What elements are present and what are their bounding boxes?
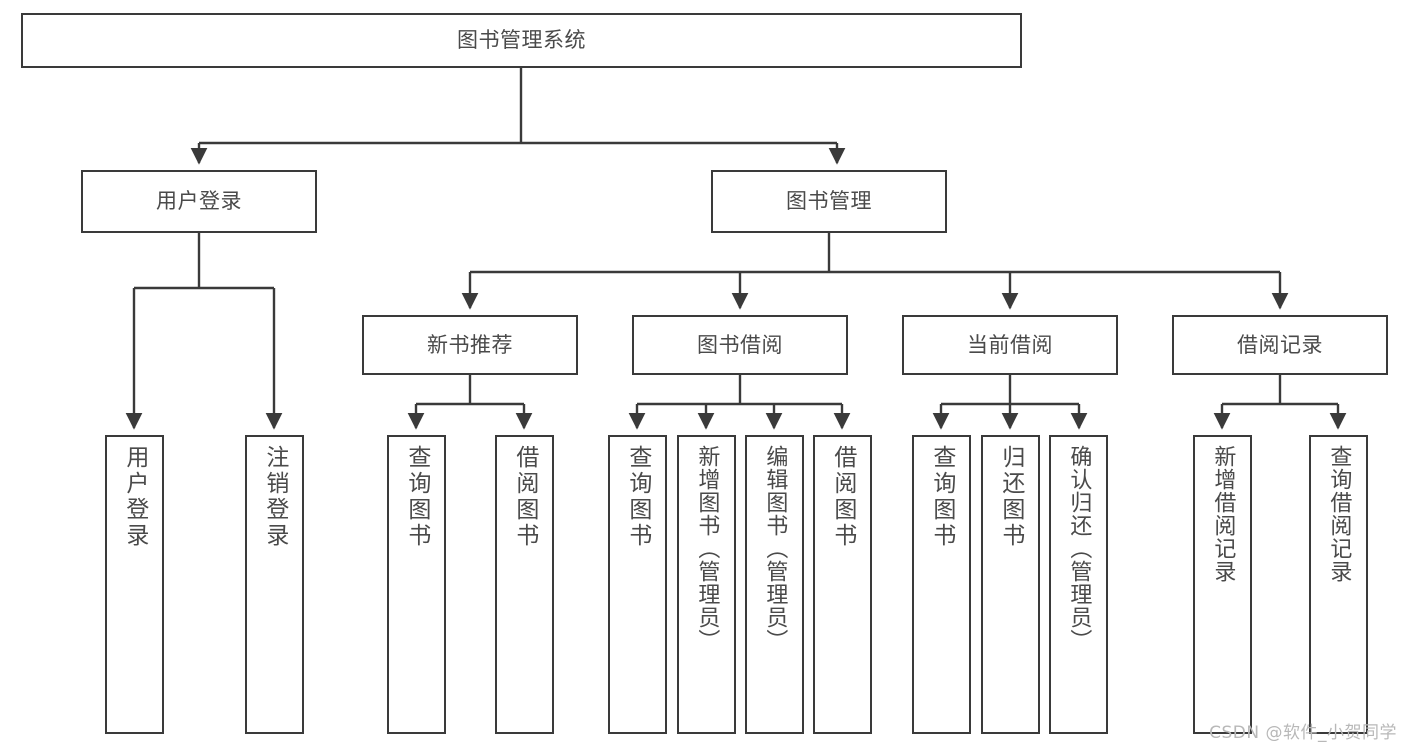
leaf-borrow-book-1[interactable]: 借阅图书 xyxy=(495,435,554,734)
leaf-edit-book[interactable]: 编辑图书（管理员） xyxy=(745,435,804,734)
leaf-query-book-2[interactable]: 查询图书 xyxy=(608,435,667,734)
leaf-add-record-label: 新增借阅记录 xyxy=(1210,445,1236,583)
node-book-manage-label: 图书管理 xyxy=(786,189,872,214)
node-root[interactable]: 图书管理系统 xyxy=(21,13,1022,68)
leaf-edit-book-label: 编辑图书（管理员） xyxy=(762,445,788,652)
leaf-query-book-1[interactable]: 查询图书 xyxy=(387,435,446,734)
leaf-user-login-label: 用户登录 xyxy=(121,445,148,549)
node-new-book-recommend[interactable]: 新书推荐 xyxy=(362,315,578,375)
leaf-logout-label: 注销登录 xyxy=(261,445,288,549)
node-book-borrow-label: 图书借阅 xyxy=(697,332,783,357)
leaf-borrow-book-1-label: 借阅图书 xyxy=(511,445,538,549)
node-book-borrow[interactable]: 图书借阅 xyxy=(632,315,848,375)
node-book-manage[interactable]: 图书管理 xyxy=(711,170,947,233)
leaf-query-book-3[interactable]: 查询图书 xyxy=(912,435,971,734)
leaf-query-book-1-label: 查询图书 xyxy=(403,445,430,549)
node-current-borrow[interactable]: 当前借阅 xyxy=(902,315,1118,375)
leaf-query-book-2-label: 查询图书 xyxy=(624,445,651,549)
leaf-borrow-book-2[interactable]: 借阅图书 xyxy=(813,435,872,734)
node-user-login[interactable]: 用户登录 xyxy=(81,170,317,233)
leaf-logout[interactable]: 注销登录 xyxy=(245,435,304,734)
node-borrow-record-label: 借阅记录 xyxy=(1237,332,1323,357)
leaf-add-book-label: 新增图书（管理员） xyxy=(694,445,720,652)
leaf-query-record[interactable]: 查询借阅记录 xyxy=(1309,435,1368,734)
node-user-login-label: 用户登录 xyxy=(156,189,242,214)
leaf-add-book[interactable]: 新增图书（管理员） xyxy=(677,435,736,734)
leaf-query-book-3-label: 查询图书 xyxy=(928,445,955,549)
node-new-book-recommend-label: 新书推荐 xyxy=(427,332,513,357)
leaf-borrow-book-2-label: 借阅图书 xyxy=(829,445,856,549)
leaf-query-record-label: 查询借阅记录 xyxy=(1326,445,1352,583)
csdn-watermark: CSDN @软件_小贺同学 xyxy=(1209,723,1397,743)
leaf-confirm-return[interactable]: 确认归还（管理员） xyxy=(1049,435,1108,734)
node-borrow-record[interactable]: 借阅记录 xyxy=(1172,315,1388,375)
node-current-borrow-label: 当前借阅 xyxy=(967,332,1053,357)
leaf-add-record[interactable]: 新增借阅记录 xyxy=(1193,435,1252,734)
leaf-return-book-label: 归还图书 xyxy=(997,445,1024,549)
leaf-user-login[interactable]: 用户登录 xyxy=(105,435,164,734)
node-root-label: 图书管理系统 xyxy=(457,28,586,53)
leaf-return-book[interactable]: 归还图书 xyxy=(981,435,1040,734)
leaf-confirm-return-label: 确认归还（管理员） xyxy=(1066,445,1092,652)
